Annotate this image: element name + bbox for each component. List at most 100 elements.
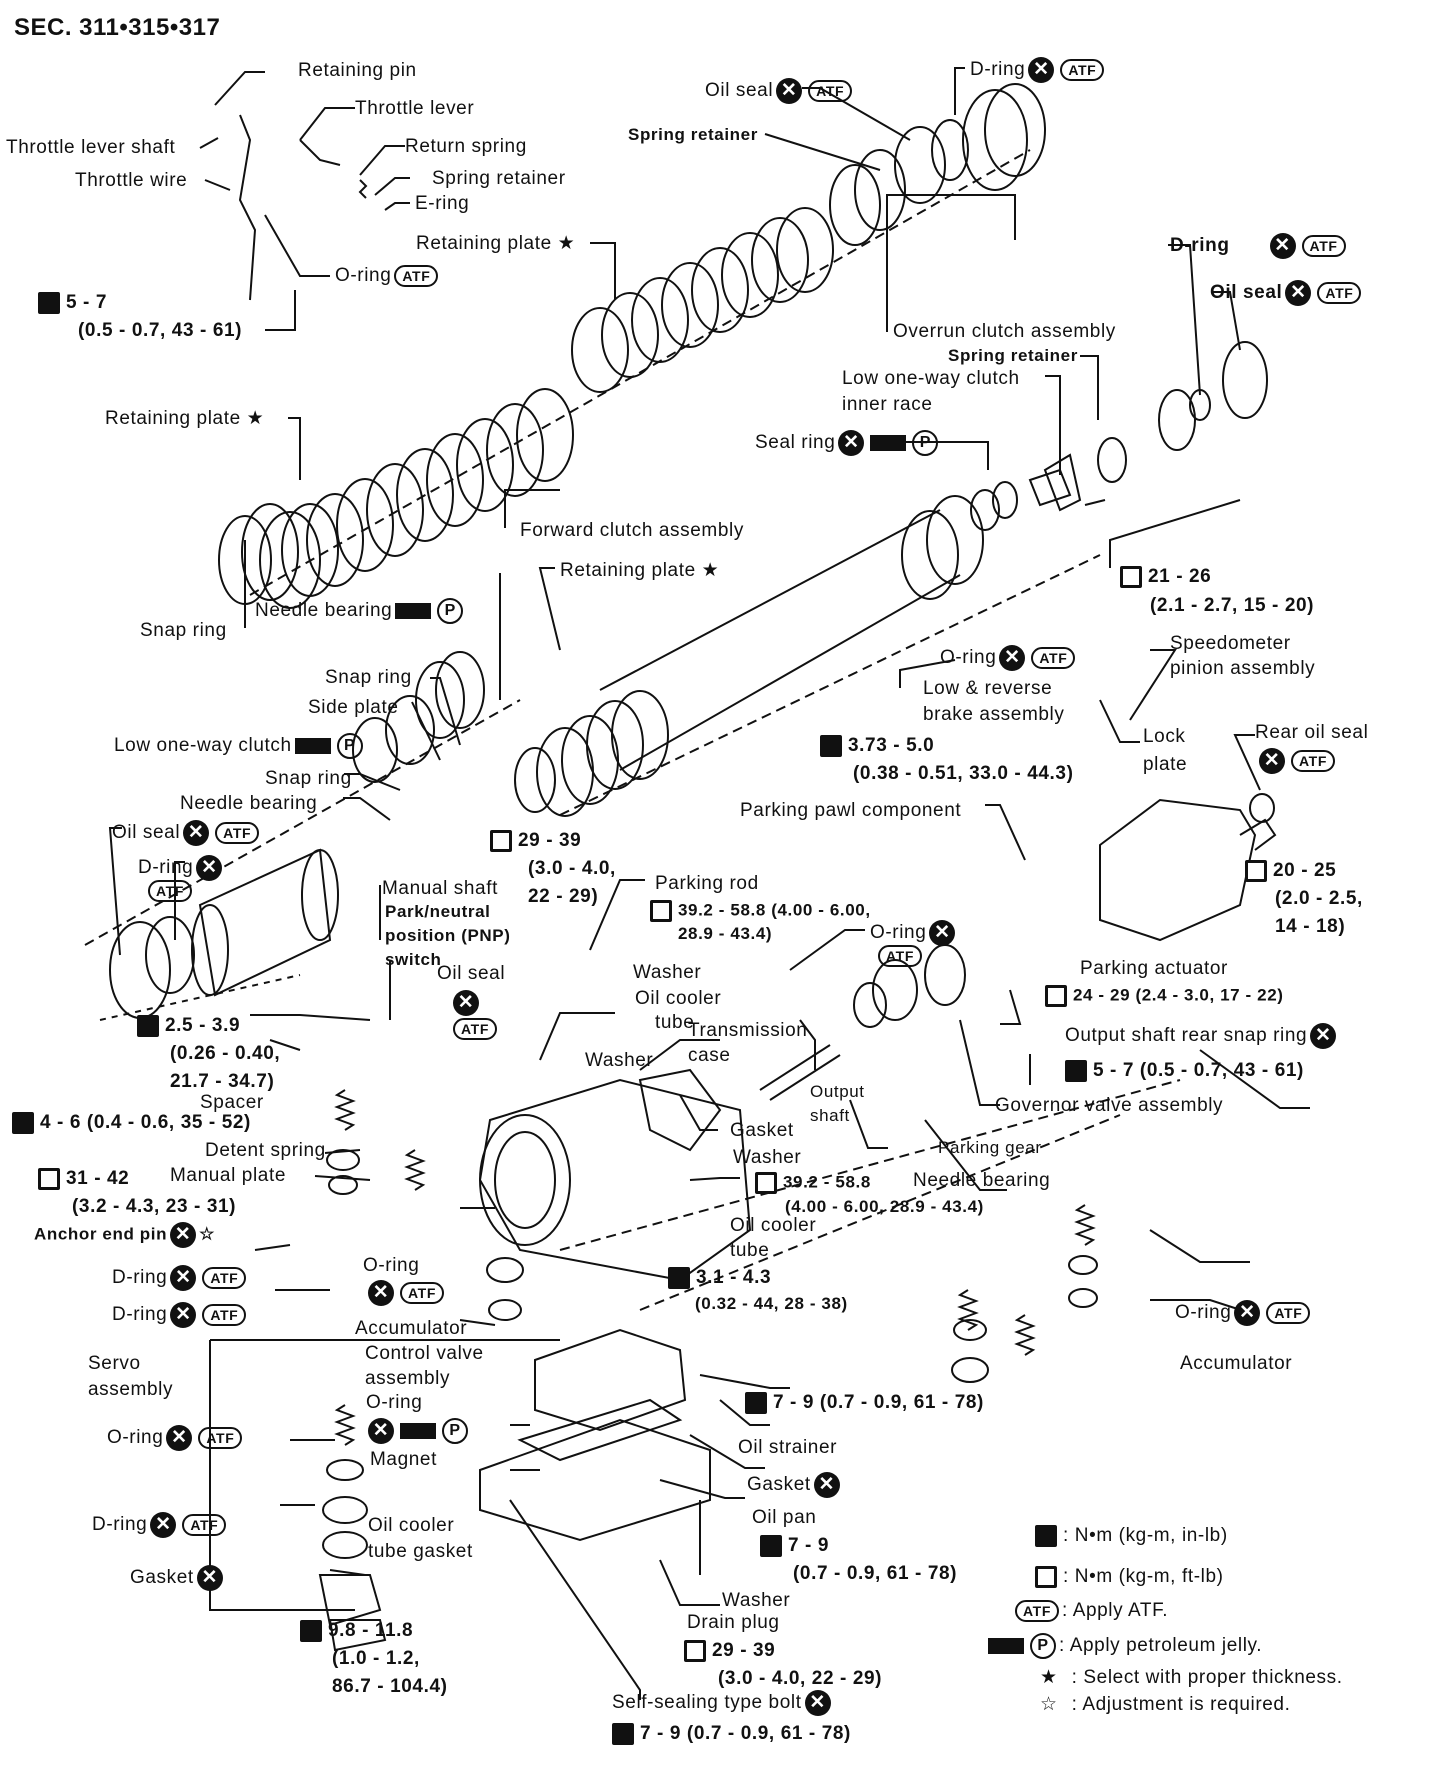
label-control-valve-1: Control valve — [365, 1343, 484, 1364]
torque-5-7-top-value: 5 - 7 — [66, 292, 108, 314]
label-low-reverse-2: brake assembly — [923, 704, 1065, 725]
label-oil-cooler-gasket-2: tube gasket — [368, 1541, 473, 1562]
label-retaining-pin: Retaining pin — [298, 60, 417, 81]
legend-nm-inlb: : N•m (kg-m, in-lb) — [1035, 1525, 1228, 1547]
label-spring-retainer-3: Spring retainer — [948, 346, 1078, 365]
replace-x-icon: ✕ — [1028, 57, 1055, 83]
torque-wrench-inlb-icon — [12, 1112, 34, 1134]
label-low-one-way-inner-2: inner race — [842, 394, 933, 415]
torque-31-42-value: 31 - 42 — [66, 1168, 130, 1190]
d-ring-left-text: D-ring — [138, 857, 194, 879]
replace-x-icon: ✕ — [196, 1565, 223, 1591]
label-gasket-1: Gasket — [730, 1120, 794, 1141]
label-lock-plate-2: plate — [1143, 754, 1188, 775]
seal-ring-text: Seal ring — [755, 432, 836, 454]
legend-select: ★: Select with proper thickness. — [1040, 1667, 1343, 1689]
atf-icon: ATF — [148, 880, 192, 902]
o-ring-bottom-text: O-ring — [107, 1427, 164, 1449]
torque-29-39-a-value: 29 - 39 — [518, 830, 582, 852]
self-sealing-bolt-text: Self-sealing type bolt — [612, 1692, 802, 1714]
torque-392-a-sub: 28.9 - 43.4) — [678, 924, 773, 943]
torque-31-42: 31 - 42 — [38, 1168, 129, 1190]
replace-x-icon: ✕ — [453, 990, 479, 1016]
torque-25-39: 2.5 - 3.9 — [137, 1015, 240, 1037]
label-servo-2: assembly — [88, 1379, 174, 1400]
petroleum-p-icon: P — [912, 430, 939, 456]
replace-x-icon: ✕ — [999, 645, 1026, 671]
torque-7-9-c: 7 - 9 (0.7 - 0.9, 61 - 78) — [612, 1723, 851, 1745]
label-throttle-lever: Throttle lever — [355, 98, 475, 119]
star-open-icon: ☆ — [199, 1224, 215, 1244]
torque-wrench-ftlb-icon — [490, 830, 512, 852]
torque-24-29-value: 24 - 29 (2.4 - 3.0, 17 - 22) — [1073, 985, 1284, 1005]
torque-98: 9.8 - 11.8 — [300, 1620, 413, 1642]
petroleum-p-icon: P — [336, 733, 363, 759]
label-oil-seal-center: Oil seal — [437, 963, 506, 984]
atf-icon: ATF — [1031, 647, 1076, 669]
replace-x-icon: ✕ — [1234, 1300, 1261, 1326]
label-oil-cooler-tube-1: Oil cooler — [635, 988, 722, 1009]
torque-373: 3.73 - 5.0 — [820, 735, 934, 757]
label-d-ring-right: D-ring✕ATF — [1170, 233, 1349, 259]
label-side-plate: Side plate — [308, 697, 399, 718]
label-oil-cooler-gasket-1: Oil cooler — [368, 1515, 455, 1536]
torque-wrench-inlb-icon — [612, 1723, 634, 1745]
o-ring-servo-icons: ✕P — [365, 1418, 471, 1444]
label-oil-strainer: Oil strainer — [738, 1437, 838, 1458]
torque-wrench-ftlb-icon — [684, 1640, 706, 1662]
atf-icon: ATF — [1291, 750, 1335, 772]
o-ring-lower-icons: ✕ATF — [365, 1280, 447, 1306]
d-ring-top-text: D-ring — [970, 59, 1026, 81]
label-d-ring-left: D-ring✕ — [138, 855, 225, 881]
legend-nm-ftlb: : N•m (kg-m, ft-lb) — [1035, 1566, 1224, 1588]
atf-icon: ATF — [215, 822, 260, 844]
torque-7-9-a: 7 - 9 (0.7 - 0.9, 61 - 78) — [745, 1392, 984, 1414]
petroleum-jelly-icon — [870, 435, 907, 451]
label-gasket-3: Gasket✕ — [130, 1565, 226, 1591]
torque-31-43-sub: (0.32 - 44, 28 - 38) — [695, 1294, 848, 1313]
atf-icon: ATF — [394, 265, 439, 287]
label-seal-ring: Seal ring✕ P — [755, 430, 941, 456]
replace-x-icon: ✕ — [196, 855, 223, 881]
label-forward-clutch: Forward clutch assembly — [520, 520, 744, 541]
legend-nm-ftlb-text: : N•m (kg-m, ft-lb) — [1063, 1566, 1224, 1588]
label-parking-rod: Parking rod — [655, 873, 759, 894]
atf-icon: ATF — [202, 1267, 247, 1289]
replace-x-icon: ✕ — [804, 1690, 831, 1716]
label-transmission-case-2: case — [688, 1045, 731, 1066]
torque-98-value: 9.8 - 11.8 — [328, 1620, 414, 1642]
oil-seal-left-text: Oil seal — [112, 822, 181, 844]
torque-wrench-inlb-icon — [760, 1535, 782, 1557]
label-retaining-plate-2: Retaining plate ★ — [105, 408, 265, 429]
torque-20-25-sub1: (2.0 - 2.5, — [1275, 888, 1363, 909]
torque-7-9-b-value: 7 - 9 — [788, 1535, 830, 1557]
atf-icon: ATF — [400, 1282, 444, 1304]
label-o-ring-servo: O-ring — [366, 1392, 423, 1413]
torque-373-value: 3.73 - 5.0 — [848, 735, 935, 757]
torque-21-26-value: 21 - 26 — [1148, 566, 1212, 588]
label-oil-pan: Oil pan — [752, 1507, 817, 1528]
label-parking-pawl: Parking pawl component — [740, 800, 962, 821]
label-d-ring-3: D-ring✕ATF — [92, 1512, 229, 1538]
oil-seal-center-atf: ATF — [450, 1018, 500, 1040]
torque-21-26-sub: (2.1 - 2.7, 15 - 20) — [1150, 595, 1315, 616]
legend-adjust-text: : Adjustment is required. — [1071, 1694, 1291, 1715]
label-needle-bearing-3: Needle bearing — [913, 1170, 1051, 1191]
legend-atf-text: : Apply ATF. — [1061, 1600, 1169, 1622]
torque-wrench-ftlb-icon — [38, 1168, 60, 1190]
label-servo-1: Servo — [88, 1353, 141, 1374]
label-washer-3: Washer — [733, 1147, 802, 1168]
replace-x-icon: ✕ — [150, 1512, 177, 1538]
label-pnp-2: position (PNP) — [385, 926, 511, 945]
atf-icon: ATF — [1060, 59, 1105, 81]
label-snap-ring-3: Snap ring — [265, 768, 352, 789]
torque-25-39-sub2: 21.7 - 34.7) — [170, 1071, 275, 1092]
torque-wrench-ftlb-icon — [1120, 566, 1142, 588]
replace-x-icon: ✕ — [838, 430, 865, 456]
label-speedo-2: pinion assembly — [1170, 658, 1316, 679]
atf-icon: ATF — [198, 1427, 243, 1449]
torque-29-39-a-sub2: 22 - 29) — [528, 886, 599, 907]
torque-29-39-b-sub: (3.0 - 4.0, 22 - 29) — [718, 1668, 883, 1689]
